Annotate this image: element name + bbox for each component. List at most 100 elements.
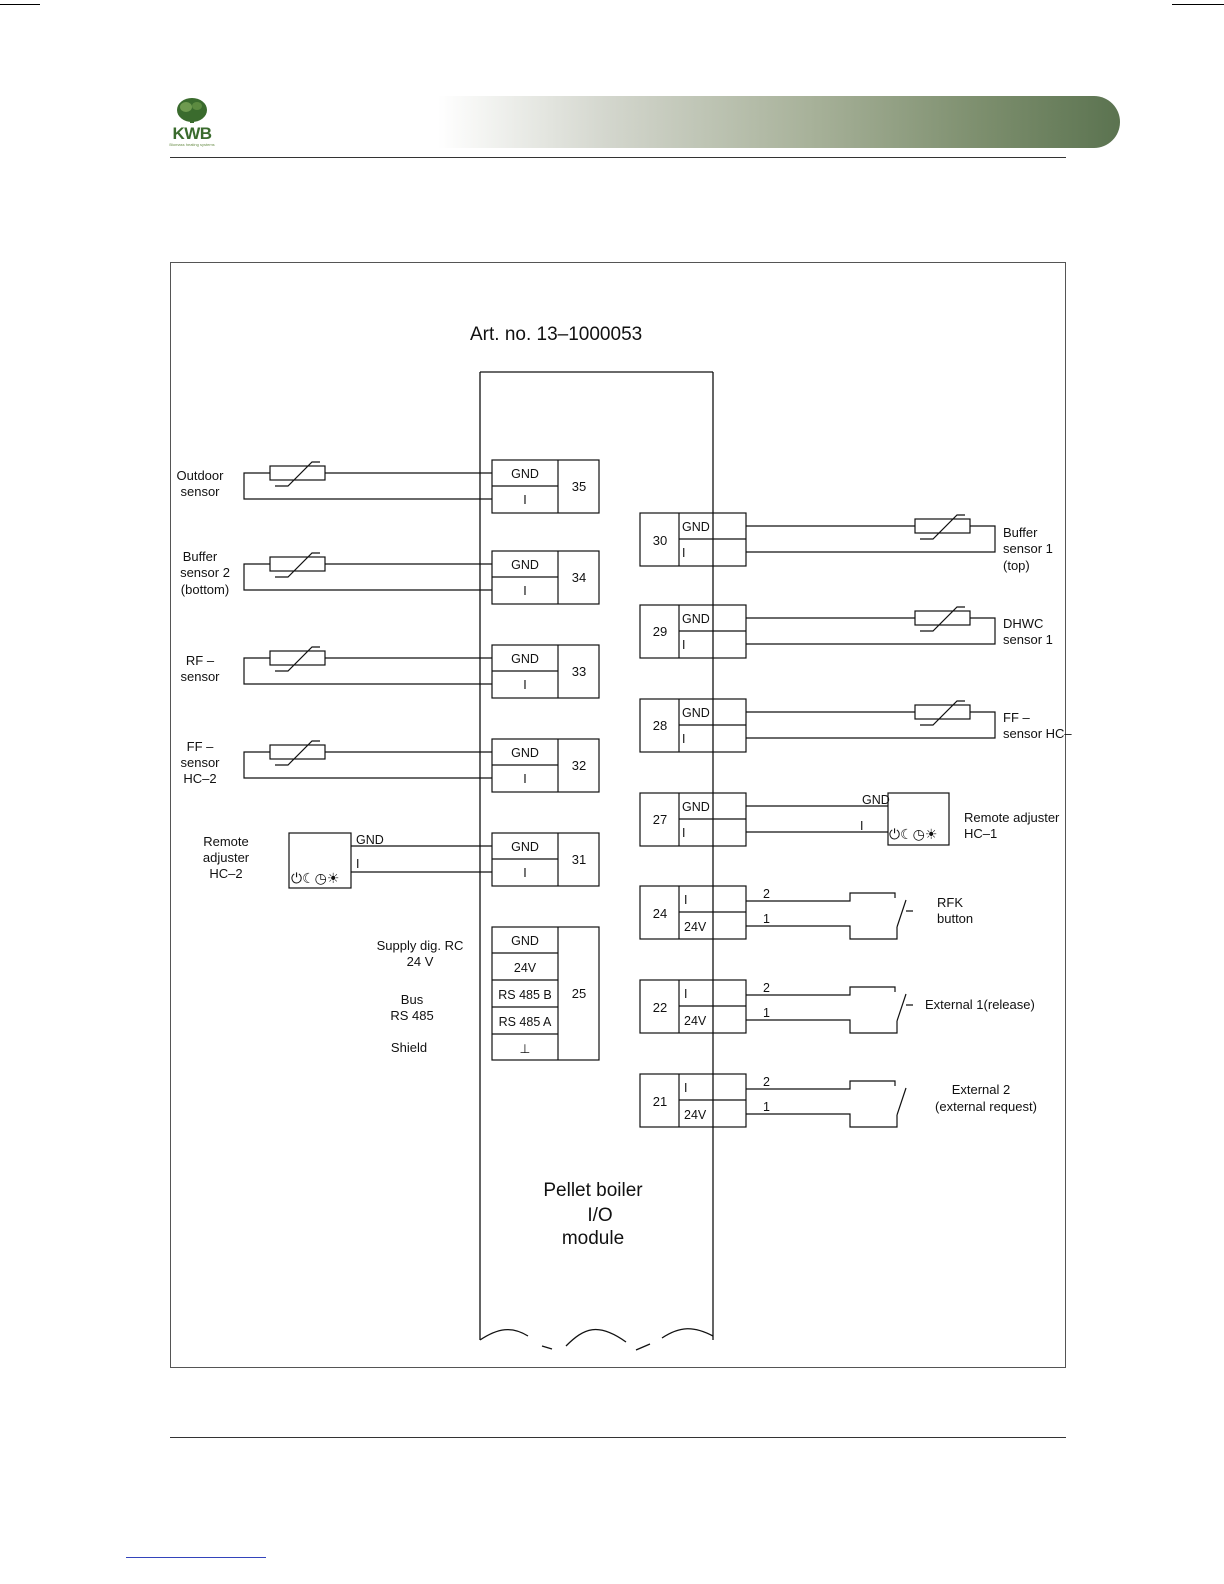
terminal-22-wire-1: 1 — [763, 1006, 770, 1020]
header-band — [438, 96, 1120, 148]
rf-sensor-label-line2: sensor — [180, 669, 220, 684]
right-wiring — [746, 514, 996, 1128]
terminal-27-number: 27 — [653, 812, 667, 827]
terminal-21-pin-i: I — [684, 1081, 687, 1095]
art-number: Art. no. 13–1000053 — [470, 324, 642, 345]
buffer-sensor-1-label-line2: sensor 1 — [1003, 541, 1053, 556]
supply-24v-label: 24 V — [407, 954, 434, 969]
remote-adjuster-hc1-symbols-icon: ⏻☾◷☀ — [889, 826, 937, 842]
ff-sensor-hc2-label-line3: HC–2 — [183, 771, 216, 786]
terminal-block-31 — [491, 832, 600, 887]
left-wiring — [243, 461, 492, 889]
terminal-22-wire-2: 2 — [763, 981, 770, 995]
module-label-line1: Pellet boiler — [543, 1180, 643, 1201]
terminal-21-wire-1: 1 — [763, 1100, 770, 1114]
terminal-block-32 — [491, 738, 600, 793]
footer-link-underline[interactable] — [126, 1557, 266, 1558]
ff-sensor-hc2-label-line1: FF – — [187, 739, 214, 754]
rf-sensor-label-line1: RF – — [186, 653, 215, 668]
footer-rule — [170, 1437, 1066, 1438]
terminal-32-number: 32 — [572, 758, 586, 773]
terminal-25-pin-gnd: GND — [511, 934, 539, 948]
buffer-sensor-2-label-line3: (bottom) — [181, 582, 229, 597]
terminal-28-pin-i: I — [682, 732, 685, 746]
terminal-28-pin-gnd: GND — [682, 706, 710, 720]
terminal-22-pin-24v: 24V — [684, 1014, 707, 1028]
terminal-22-number: 22 — [653, 1000, 667, 1015]
kwb-tree-logo-icon — [177, 98, 207, 123]
remote-adjuster-hc1-label-line1: Remote adjuster — [964, 810, 1060, 825]
terminal-block-35 — [491, 459, 600, 514]
remote-adjuster-hc1-label-line2: HC–1 — [964, 826, 997, 841]
remote-adjuster-hc2-wire-gnd: GND — [356, 833, 384, 847]
terminal-35-pin-gnd: GND — [511, 467, 539, 481]
remote-adjuster-hc2-symbols-icon: ⏻☾◷☀ — [291, 870, 339, 886]
terminal-25-pin-shield: ⊥ — [520, 1042, 531, 1056]
shield-label: Shield — [391, 1040, 427, 1055]
outdoor-sensor-label-line2: sensor — [180, 484, 220, 499]
terminal-31-number: 31 — [572, 852, 586, 867]
external-2-label-line1: External 2 — [952, 1082, 1011, 1097]
terminal-21-pin-24v: 24V — [684, 1108, 707, 1122]
remote-adjuster-hc2-wire-i: I — [356, 857, 359, 871]
rfk-button-label-line2: button — [937, 911, 973, 926]
terminal-29-number: 29 — [653, 624, 667, 639]
terminal-33-pin-gnd: GND — [511, 652, 539, 666]
terminal-24-pin-24v: 24V — [684, 920, 707, 934]
terminal-25-pin-rs485a: RS 485 A — [499, 1015, 552, 1029]
buffer-sensor-2-label-line1: Buffer — [183, 549, 218, 564]
header-rule — [170, 157, 1066, 158]
external-1-label: External 1(release) — [925, 997, 1035, 1012]
rfk-button-label-line1: RFK — [937, 895, 963, 910]
terminal-24-wire-2: 2 — [763, 887, 770, 901]
terminal-35-pin-i: I — [523, 493, 526, 507]
bus-label: Bus — [401, 992, 424, 1007]
remote-adjuster-hc2-label-line3: HC–2 — [209, 866, 242, 881]
terminal-28-number: 28 — [653, 718, 667, 733]
terminal-24-wire-1: 1 — [763, 912, 770, 926]
terminal-34-pin-gnd: GND — [511, 558, 539, 572]
terminal-30-pin-gnd: GND — [682, 520, 710, 534]
terminal-30-number: 30 — [653, 533, 667, 548]
terminal-block-33 — [491, 644, 600, 699]
wiring-diagram-frame — [170, 262, 1066, 1368]
terminal-22-pin-i: I — [684, 987, 687, 1001]
terminal-34-pin-i: I — [523, 584, 526, 598]
terminal-27-pin-gnd: GND — [682, 800, 710, 814]
terminal-21-number: 21 — [653, 1094, 667, 1109]
terminal-30-pin-i: I — [682, 546, 685, 560]
terminal-25-pin-24v: 24V — [514, 961, 537, 975]
module-outline — [479, 371, 714, 1340]
terminal-35-number: 35 — [572, 479, 586, 494]
dhwc-sensor-1-label-line1: DHWC — [1003, 616, 1043, 631]
logo-tagline: Biomass heating systems — [169, 142, 215, 147]
module-label-line3: module — [562, 1228, 624, 1249]
terminal-31-pin-i: I — [523, 866, 526, 880]
terminal-33-number: 33 — [572, 664, 586, 679]
ff-sensor-hc2-label-line2: sensor — [180, 755, 220, 770]
dhwc-sensor-1-label-line2: sensor 1 — [1003, 632, 1053, 647]
logo-text: KWB — [172, 124, 212, 143]
remote-adjuster-hc2-label-line1: Remote — [203, 834, 249, 849]
terminal-block-34 — [491, 550, 600, 605]
terminal-21-wire-2: 2 — [763, 1075, 770, 1089]
terminal-24-number: 24 — [653, 906, 667, 921]
supply-dig-rc-label: Supply dig. RC — [377, 938, 464, 953]
right-terminal-blocks — [639, 512, 747, 1128]
buffer-sensor-2-label-line2: sensor 2 — [180, 565, 230, 580]
terminal-24-pin-i: I — [684, 893, 687, 907]
terminal-25-pin-rs485b: RS 485 B — [498, 988, 552, 1002]
terminal-34-number: 34 — [572, 570, 586, 585]
ff-sensor-hc-label-line2: sensor HC– — [1003, 726, 1072, 741]
remote-adjuster-hc1-wire-gnd: GND — [862, 793, 890, 807]
external-2-label-line2: (external request) — [935, 1099, 1037, 1114]
terminal-29-pin-i: I — [682, 638, 685, 652]
terminal-31-pin-gnd: GND — [511, 840, 539, 854]
terminal-27-pin-i: I — [682, 826, 685, 840]
ff-sensor-hc-label-line1: FF – — [1003, 710, 1030, 725]
remote-adjuster-hc2-label-line2: adjuster — [203, 850, 250, 865]
outdoor-sensor-label-line1: Outdoor — [177, 468, 225, 483]
terminal-33-pin-i: I — [523, 678, 526, 692]
terminal-29-pin-gnd: GND — [682, 612, 710, 626]
